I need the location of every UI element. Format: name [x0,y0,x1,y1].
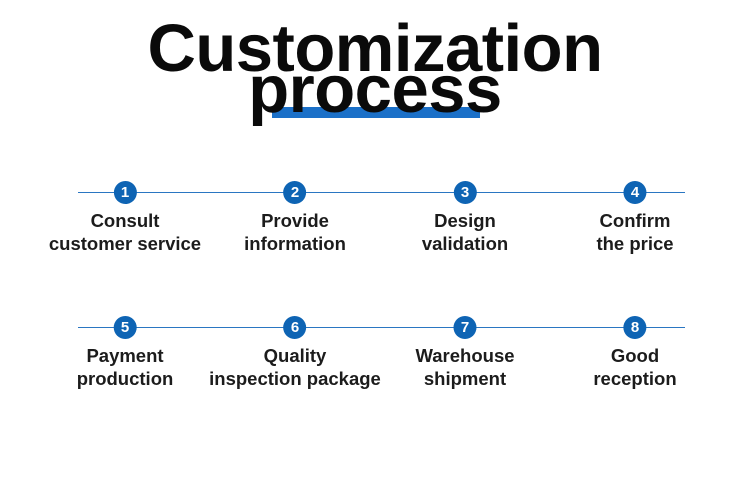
process-row-1: 1 Consult customer service 2 Provide inf… [0,181,750,291]
step-2: 2 Provide information [244,181,346,255]
step-3: 3 Design validation [422,181,508,255]
step-5: 5 Payment production [76,316,174,390]
step-3-label: Design validation [421,210,509,254]
step-1-label: Consult customer service [48,210,202,254]
step-6: 6 Quality inspection package [209,316,381,390]
step-3-number-badge: 3 [453,181,477,204]
step-7-label: Warehouse shipment [415,345,515,389]
page-title-line1: Customization [147,11,603,86]
step-7-number-badge: 7 [453,316,477,339]
step-6-label: Quality inspection package [209,345,381,389]
step-8: 8 Good reception [593,316,677,390]
process-row-2: 5 Payment production 6 Quality inspectio… [0,316,750,426]
step-2-label: Provide information [244,210,346,254]
step-4-number-badge: 4 [623,181,647,204]
step-8-label: Good reception [593,345,677,389]
step-4: 4 Confirm the price [596,181,674,255]
step-4-label: Confirm the price [596,210,674,254]
step-1-number-badge: 1 [113,181,137,204]
step-5-label: Payment production [76,345,174,389]
step-5-number-badge: 5 [113,316,137,339]
step-6-number-badge: 6 [283,316,307,339]
timeline-line [78,326,685,329]
page-title-line2: process [248,52,502,127]
title-underline [272,107,480,118]
step-1: 1 Consult customer service [49,181,201,255]
step-2-number-badge: 2 [283,181,307,204]
step-7: 7 Warehouse shipment [415,316,515,390]
timeline-line [78,191,685,194]
step-8-number-badge: 8 [623,316,647,339]
